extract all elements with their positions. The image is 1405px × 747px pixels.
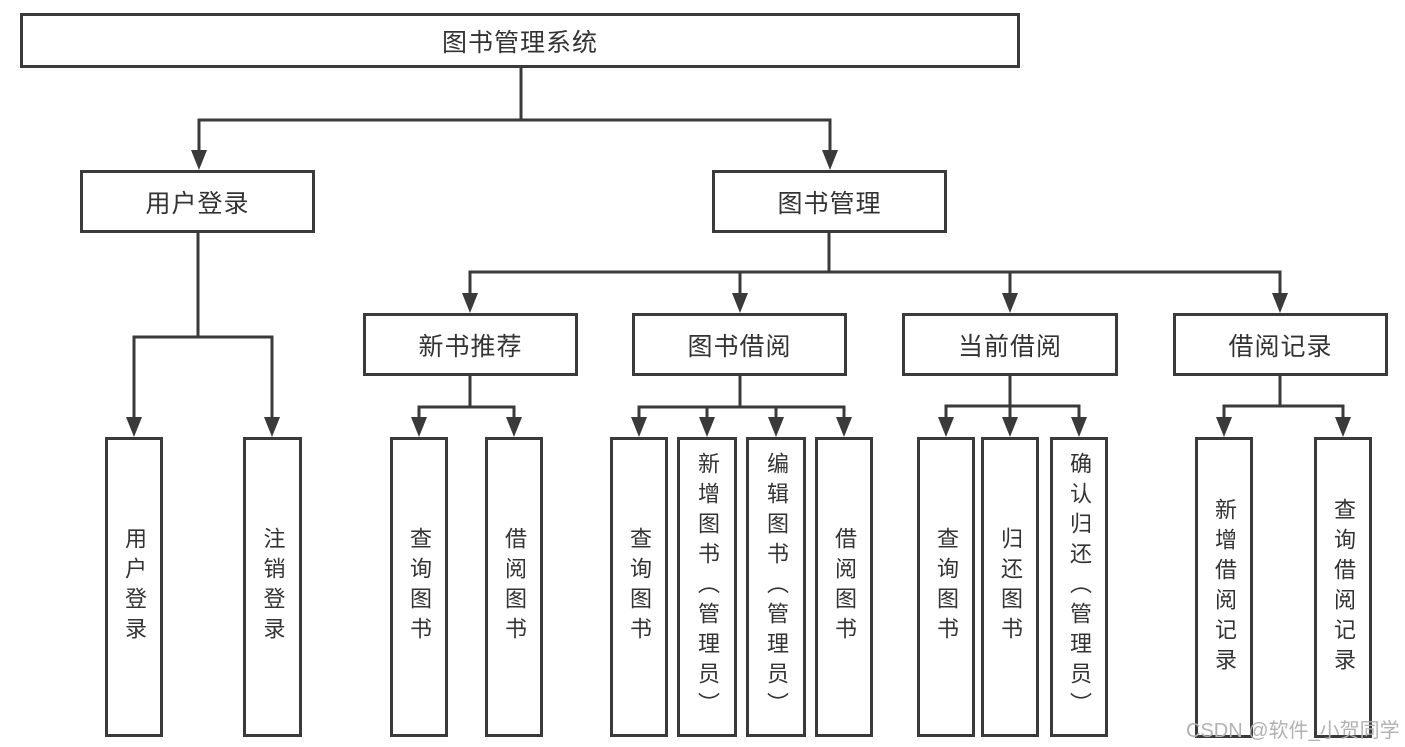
leaf-label: 借阅图书 [832, 527, 857, 647]
leaf-borrow-add-books-admin: 新增图书（管理员） [677, 437, 737, 737]
leaf-label: 新增图书（管理员） [695, 452, 720, 722]
leaf-label: 确认归还（管理员） [1067, 452, 1092, 722]
leaf-label: 用户登录 [122, 527, 147, 647]
node-book-management: 图书管理 [712, 170, 947, 233]
leaf-borrow-query-books: 查询图书 [610, 437, 668, 737]
leaf-logout: 注销登录 [243, 437, 302, 737]
node-current-borrow: 当前借阅 [902, 313, 1118, 376]
leaf-label: 编辑图书（管理员） [764, 452, 789, 722]
node-label: 新书推荐 [418, 332, 523, 361]
connector-root-to-level2 [191, 66, 838, 170]
node-book-borrow: 图书借阅 [632, 313, 847, 376]
leaf-recommend-borrow-books: 借阅图书 [485, 437, 543, 737]
node-borrow-records: 借阅记录 [1173, 313, 1388, 376]
leaf-current-return-books: 归还图书 [981, 437, 1039, 737]
node-label: 借阅记录 [1228, 332, 1333, 361]
node-label: 当前借阅 [957, 332, 1062, 361]
connector-user-login-to-leaves [126, 233, 280, 437]
leaf-label: 新增借阅记录 [1212, 497, 1237, 678]
node-user-login: 用户登录 [80, 170, 315, 233]
leaf-label: 查询借阅记录 [1331, 497, 1356, 678]
leaf-recommend-query-books: 查询图书 [390, 437, 448, 737]
leaf-current-confirm-return-admin: 确认归还（管理员） [1050, 437, 1108, 737]
leaf-label: 查询图书 [934, 527, 959, 647]
leaf-record-add-borrow-record: 新增借阅记录 [1195, 437, 1253, 738]
node-label: 用户登录 [145, 189, 250, 218]
leaf-current-query-books: 查询图书 [917, 437, 975, 737]
leaf-label: 借阅图书 [502, 527, 527, 647]
csdn-watermark: CSDN @软件_小贺同学 [1186, 720, 1400, 742]
leaf-label: 归还图书 [998, 527, 1023, 647]
node-new-book-recommend: 新书推荐 [363, 313, 578, 376]
leaf-user-login: 用户登录 [105, 437, 163, 737]
node-label: 图书借阅 [687, 332, 792, 361]
connector-record-to-leaves [1216, 376, 1351, 437]
connector-book-management-to-level3 [462, 233, 1288, 313]
leaf-borrow-borrow-books: 借阅图书 [815, 437, 873, 737]
connector-current-to-leaves [938, 376, 1087, 437]
node-label: 图书管理 [777, 189, 882, 218]
leaf-borrow-edit-books-admin: 编辑图书（管理员） [746, 437, 806, 737]
connector-borrow-to-leaves [631, 376, 852, 437]
node-root-system: 图书管理系统 [20, 13, 1020, 68]
leaf-label: 查询图书 [627, 527, 652, 647]
leaf-label: 查询图书 [407, 527, 432, 647]
leaf-label: 注销登录 [260, 527, 286, 647]
leaf-record-query-borrow-record: 查询借阅记录 [1314, 437, 1372, 738]
node-label: 图书管理系统 [441, 28, 598, 57]
connector-recommend-to-leaves [411, 376, 522, 437]
